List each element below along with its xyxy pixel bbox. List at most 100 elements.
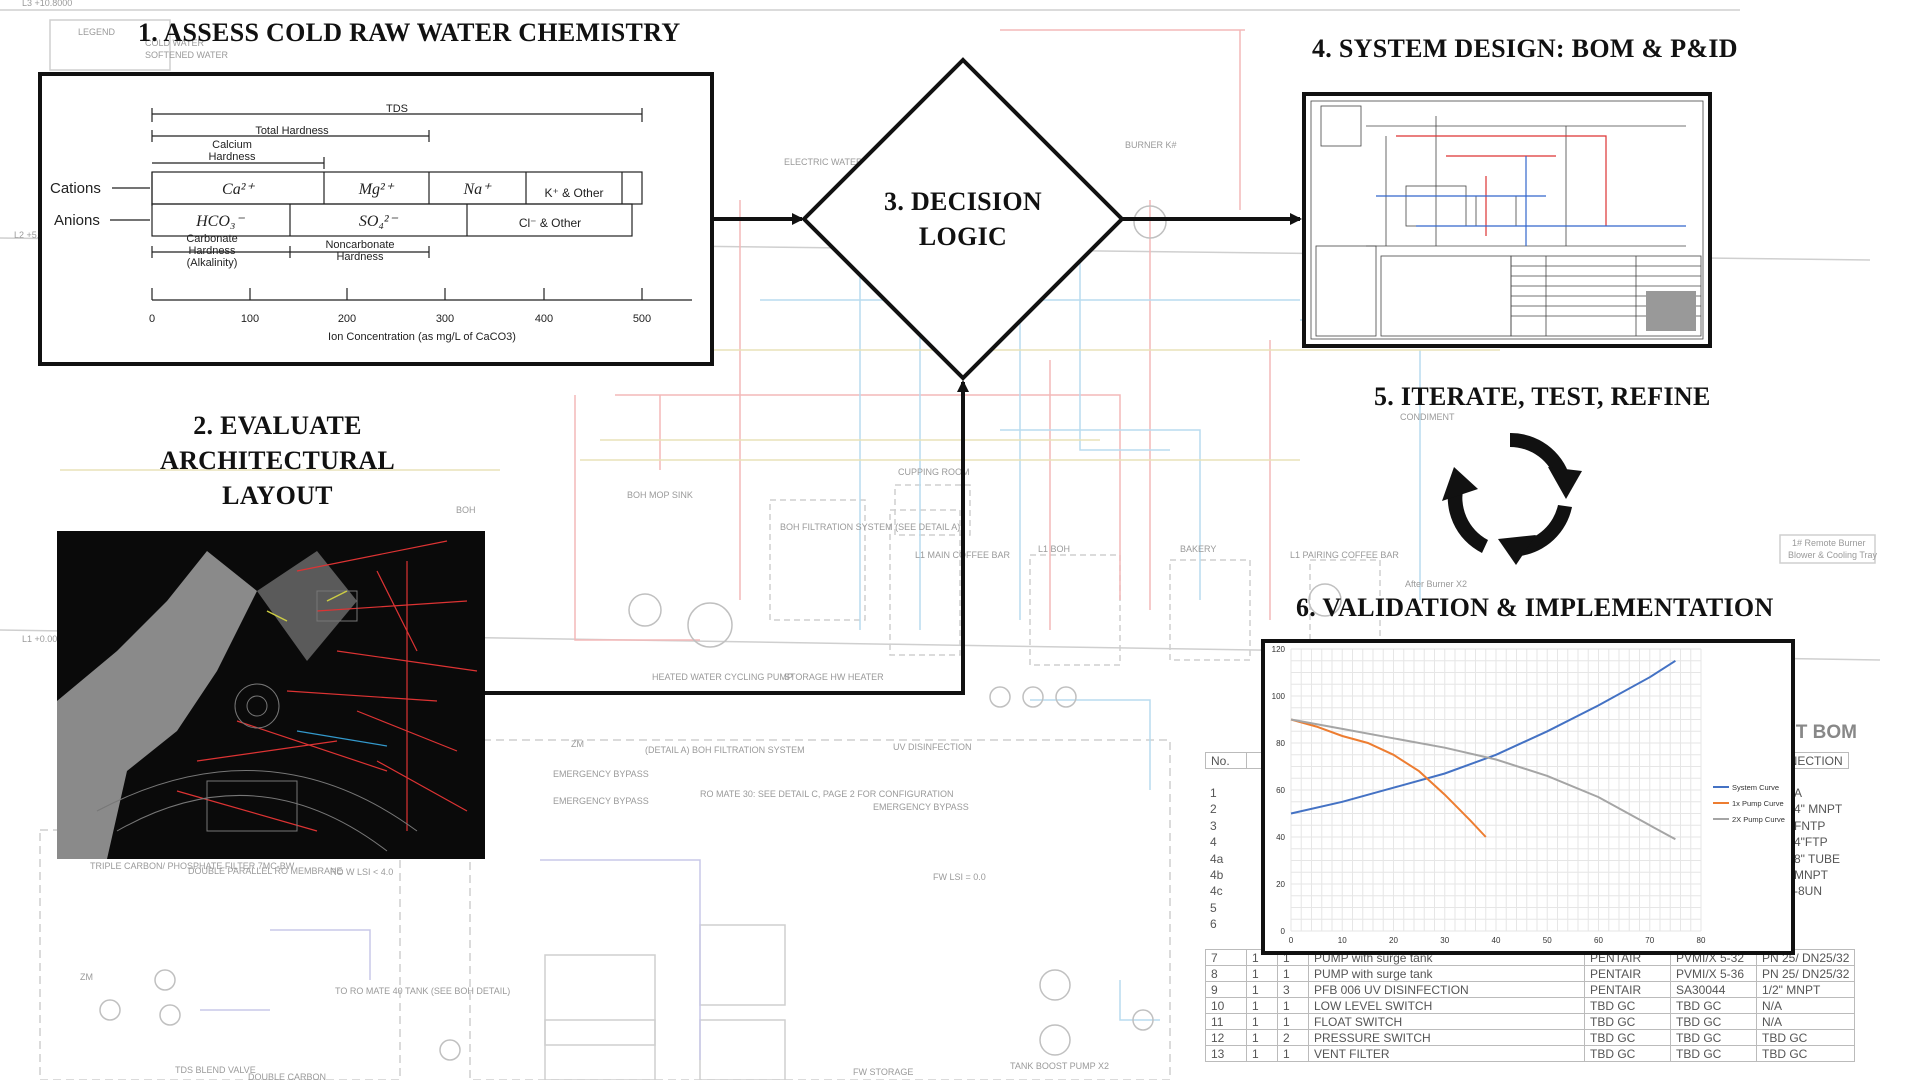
svg-text:TDS BLEND VALVE: TDS BLEND VALVE — [175, 1065, 256, 1075]
svg-text:BAKERY: BAKERY — [1180, 544, 1216, 554]
table-cell: TBD GC — [1670, 1029, 1757, 1046]
table-cell: 1 — [1246, 1013, 1278, 1030]
svg-text:(Alkalinity): (Alkalinity) — [187, 257, 238, 269]
table-cell: PN 25/ DN25/32 — [1755, 965, 1856, 982]
svg-text:Cl⁻ & Other: Cl⁻ & Other — [519, 216, 581, 230]
svg-text:FW STORAGE: FW STORAGE — [853, 1067, 913, 1077]
bom-connection-fragment: 4"FTP — [1794, 835, 1828, 850]
svg-text:BOH FILTRATION SYSTEM (SEE DET: BOH FILTRATION SYSTEM (SEE DETAIL A) — [780, 522, 960, 532]
x-tick-label: 10 — [1338, 936, 1347, 945]
svg-text:Cations: Cations — [50, 180, 101, 197]
refresh-cycle-icon — [1442, 432, 1582, 565]
table-cell: TBD GC — [1670, 1013, 1757, 1030]
svg-text:L1 PAIRING COFFEE BAR: L1 PAIRING COFFEE BAR — [1290, 550, 1399, 560]
svg-text:100: 100 — [241, 313, 259, 325]
bom-connection-fragment: MNPT — [1794, 868, 1828, 883]
table-cell: TBD GC — [1584, 1029, 1671, 1046]
table-cell: LOW LEVEL SWITCH — [1308, 997, 1585, 1014]
step-2-title: 2. EVALUATE ARCHITECTURAL LAYOUT — [160, 408, 395, 513]
svg-text:TO RO MATE 40 TANK (SEE BOH DE: TO RO MATE 40 TANK (SEE BOH DETAIL) — [335, 986, 510, 996]
table-cell: 1 — [1246, 981, 1278, 998]
table-cell: PFB 006 UV DISINFECTION — [1308, 981, 1585, 998]
svg-text:Total Hardness: Total Hardness — [255, 125, 329, 137]
bom-row-number: 6 — [1210, 917, 1217, 932]
table-cell: PUMP with surge tank — [1308, 965, 1585, 982]
svg-text:L1 +0.000: L1 +0.000 — [22, 634, 62, 644]
table-cell: TBD GC — [1670, 997, 1757, 1014]
step-1-title: 1. ASSESS COLD RAW WATER CHEMISTRY — [138, 18, 681, 47]
svg-text:SOFTENED WATER: SOFTENED WATER — [145, 50, 229, 60]
table-cell: PVMI/X 5-36 — [1670, 965, 1757, 982]
svg-text:After Burner X2: After Burner X2 — [1405, 579, 1467, 589]
svg-text:Anions: Anions — [54, 212, 100, 229]
bom-connection-fragment: A — [1794, 786, 1803, 800]
svg-text:L2 +5.: L2 +5. — [14, 230, 39, 240]
table-cell: 1 — [1277, 1045, 1309, 1062]
y-tick-label: 40 — [1276, 833, 1285, 842]
svg-text:TRIPLE CARBON/ PHOSPHATE FILTE: TRIPLE CARBON/ PHOSPHATE FILTER 7MC-BW — [90, 861, 295, 871]
y-tick-label: 100 — [1272, 692, 1286, 701]
svg-text:HCO₃⁻: HCO₃⁻ — [195, 213, 245, 230]
table-cell: 1 — [1277, 965, 1309, 982]
table-cell: TBD GC — [1755, 1029, 1856, 1046]
svg-text:EMERGENCY BYPASS: EMERGENCY BYPASS — [553, 769, 649, 779]
svg-text:COLD WATER: COLD WATER — [145, 38, 205, 48]
x-tick-label: 80 — [1697, 936, 1706, 945]
svg-text:FW LSI = 0.0: FW LSI = 0.0 — [933, 872, 986, 882]
step-6-title: 6. VALIDATION & IMPLEMENTATION — [1296, 593, 1774, 622]
svg-text:L1 BOH: L1 BOH — [1038, 544, 1070, 554]
table-cell: TBD GC — [1755, 1045, 1856, 1062]
bom-row-number: 4b — [1210, 868, 1224, 883]
y-tick-label: 120 — [1272, 645, 1286, 654]
table-cell: 1 — [1246, 965, 1278, 982]
svg-text:300: 300 — [436, 313, 454, 325]
x-tick-label: 20 — [1389, 936, 1398, 945]
y-tick-label: 0 — [1281, 927, 1286, 936]
table-cell: TBD GC — [1584, 1013, 1671, 1030]
pid-drawing-panel — [1302, 92, 1712, 348]
svg-text:0: 0 — [149, 313, 155, 325]
step-3-line-1: 3. DECISION — [884, 187, 1042, 216]
table-cell: PRESSURE SWITCH — [1308, 1029, 1585, 1046]
series-line-0 — [1290, 659, 1676, 815]
table-cell: 8 — [1205, 965, 1247, 982]
svg-text:500: 500 — [633, 313, 651, 325]
svg-text:BOH: BOH — [456, 505, 476, 515]
svg-text:BURNER K#: BURNER K# — [1125, 140, 1177, 150]
svg-text:CONDIMENT: CONDIMENT — [1400, 412, 1455, 422]
svg-text:RO W LSI < 4.0: RO W LSI < 4.0 — [330, 867, 393, 877]
x-tick-label: 40 — [1492, 936, 1501, 945]
svg-text:Mg²⁺: Mg²⁺ — [358, 181, 395, 198]
table-cell: TBD GC — [1670, 1045, 1757, 1062]
table-cell: 1 — [1246, 1045, 1278, 1062]
table-cell: 1 — [1246, 1029, 1278, 1046]
bom-row-number: 3 — [1210, 818, 1217, 833]
svg-text:Calcium: Calcium — [212, 139, 252, 151]
svg-text:RO MATE 30: SEE DETAIL C, PAGE: RO MATE 30: SEE DETAIL C, PAGE 2 FOR CON… — [700, 789, 954, 799]
table-cell: N/A — [1755, 1013, 1856, 1030]
step-2-line-2: ARCHITECTURAL — [160, 446, 396, 475]
series-line-1 — [1290, 718, 1487, 838]
table-cell: PENTAIR — [1584, 981, 1671, 998]
series-line-2 — [1290, 718, 1676, 841]
y-tick-label: 80 — [1276, 739, 1285, 748]
table-cell: 13 — [1205, 1045, 1247, 1062]
bom-title: NT BOM — [1782, 722, 1857, 743]
svg-text:DOUBLE PARALLEL RO MEMBRANE: DOUBLE PARALLEL RO MEMBRANE — [188, 866, 343, 876]
svg-text:TDS: TDS — [386, 103, 408, 115]
table-cell: 9 — [1205, 981, 1247, 998]
svg-text:ELECTRIC WATER HEATER: ELECTRIC WATER HEATER — [784, 157, 901, 167]
x-tick-label: 30 — [1440, 936, 1449, 945]
table-cell: N/A — [1755, 997, 1856, 1014]
bom-connection-fragment: -8UN — [1794, 884, 1823, 899]
x-tick-label: 0 — [1289, 936, 1294, 945]
svg-text:UV DISINFECTION: UV DISINFECTION — [893, 742, 972, 752]
bom-connection-fragment: FNTP — [1794, 818, 1826, 833]
